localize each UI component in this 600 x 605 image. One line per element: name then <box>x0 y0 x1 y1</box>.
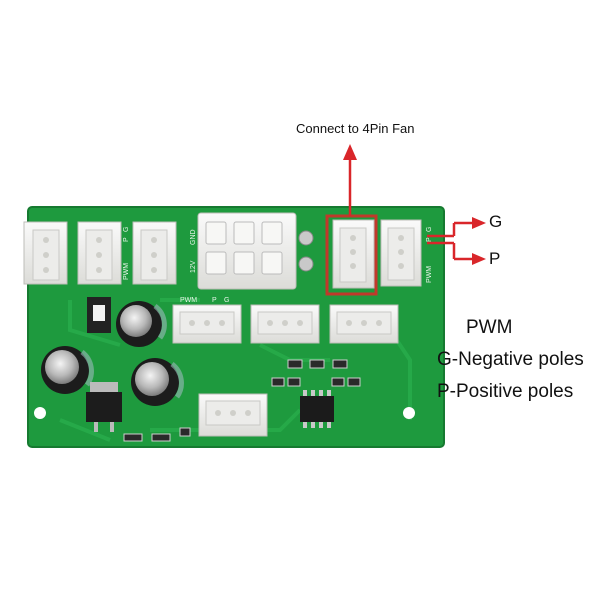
p-arrow-label: P <box>489 249 501 268</box>
mounting-hole <box>34 407 46 419</box>
highlight-box <box>325 214 378 296</box>
silk-pwm-right: PWM <box>426 266 433 283</box>
fan-header-1 <box>23 221 68 285</box>
fan-header-8 <box>329 304 399 344</box>
regulator <box>87 297 111 333</box>
mounting-hole <box>403 407 415 419</box>
capacitor-1 <box>116 301 167 347</box>
silk-g-row: G <box>224 297 229 304</box>
capacitor-2 <box>41 346 94 394</box>
legend-g-negative: G-Negative poles <box>437 349 584 370</box>
silk-g-right: G <box>426 227 433 232</box>
arrow-connect-up <box>343 144 357 216</box>
arrow-p <box>427 241 486 265</box>
g-arrow-label: G <box>489 212 503 231</box>
fan-header-4pin-highlighted <box>332 219 375 289</box>
arrow-g <box>427 217 486 238</box>
fan-header-5 <box>380 219 422 287</box>
fan-header-7 <box>250 304 320 344</box>
legend-pwm: PWM <box>466 317 513 338</box>
silk-p-vertical: P <box>123 237 130 242</box>
silk-g-vertical: G <box>123 227 130 232</box>
silk-pwm-vertical: PWM <box>123 263 130 280</box>
connect-callout-label: Connect to 4Pin Fan <box>296 121 415 136</box>
capacitor-3 <box>131 358 184 406</box>
silk-12v: 12V <box>190 260 197 273</box>
silk-p-row: P <box>212 297 217 304</box>
power-connector-6pin <box>197 212 297 290</box>
fan-header-3 <box>132 221 177 285</box>
silk-pwm-row: PWM <box>180 297 197 304</box>
legend-p-positive: P-Positive poles <box>437 381 574 402</box>
ic-chip <box>300 390 334 428</box>
fan-header-6 <box>172 304 242 344</box>
fan-header-2 <box>77 221 122 285</box>
silk-gnd: GND <box>190 229 197 245</box>
fan-header-9 <box>198 393 268 437</box>
silk-p-right: P <box>426 237 433 242</box>
mosfet <box>86 382 122 432</box>
